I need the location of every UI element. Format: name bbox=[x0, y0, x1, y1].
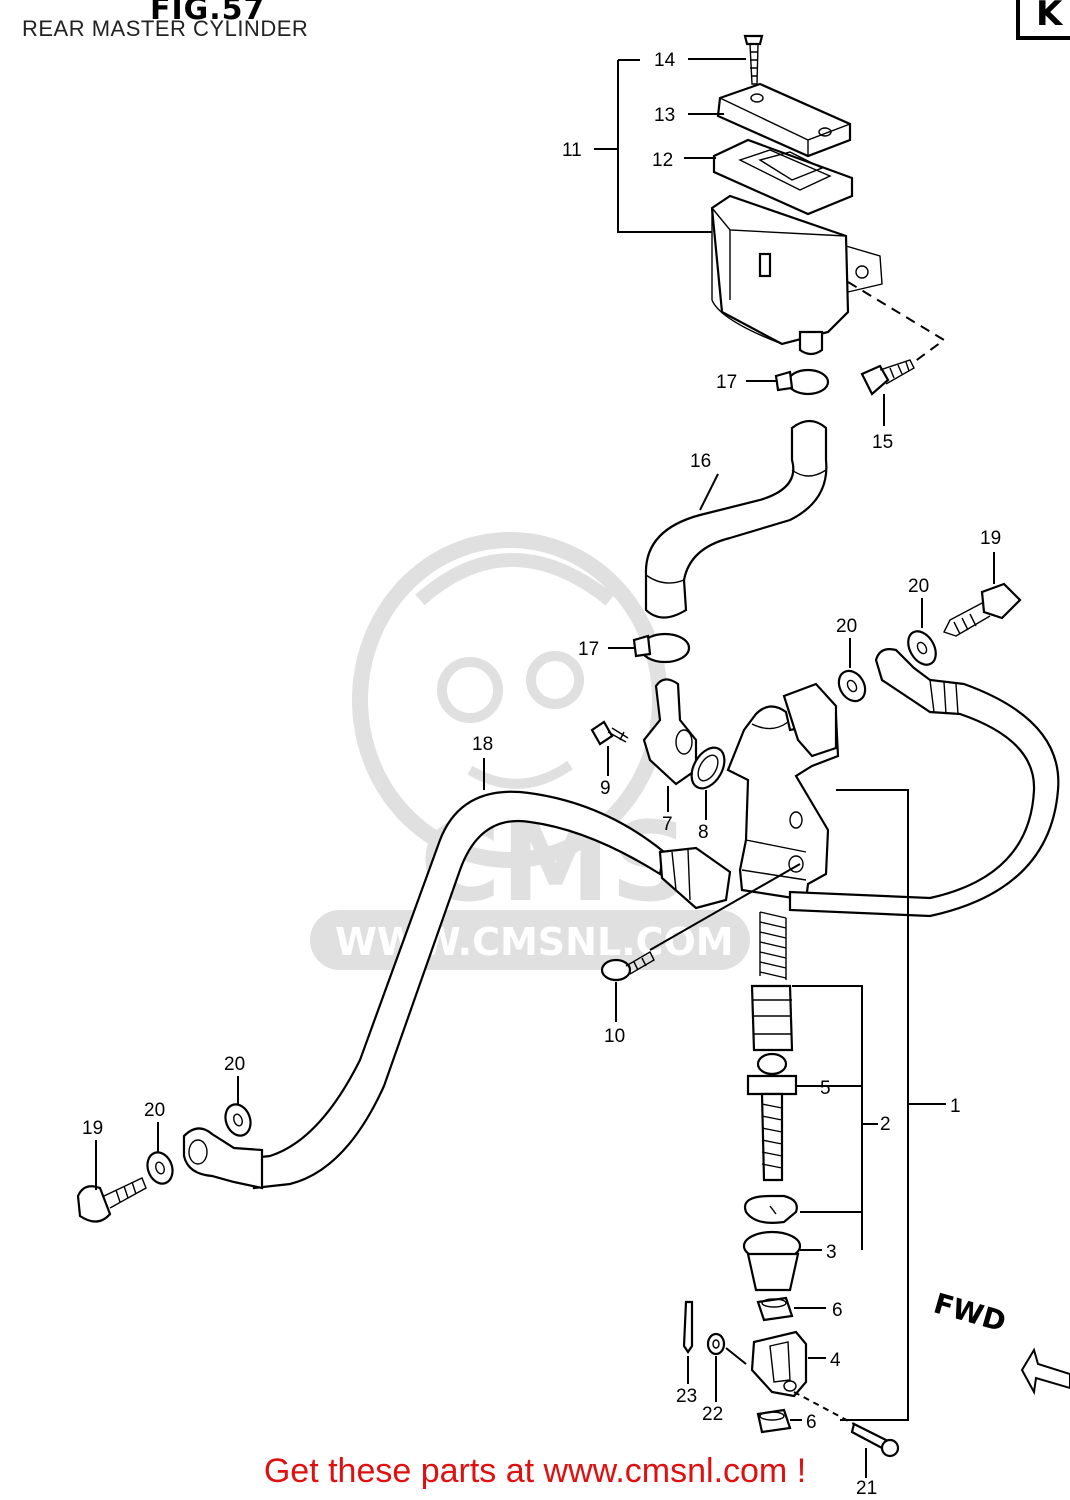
screw-9-icon bbox=[590, 720, 629, 746]
washer-20-lower-a-icon bbox=[224, 1103, 252, 1137]
washer-20-upper-b-icon bbox=[837, 669, 867, 703]
washer-22-icon bbox=[706, 1332, 726, 1356]
master-cylinder-body-1-icon bbox=[726, 682, 840, 902]
callout-12: 12 bbox=[652, 150, 673, 171]
leader-washer-22-to-clevis bbox=[725, 1347, 747, 1365]
callout-6-upper: 6 bbox=[832, 1300, 843, 1321]
corner-mark: K bbox=[1016, 0, 1070, 40]
callout-17-upper: 17 bbox=[716, 372, 737, 393]
callout-14: 14 bbox=[654, 50, 676, 71]
bracket-1 bbox=[836, 789, 946, 1421]
callout-8: 8 bbox=[698, 822, 709, 843]
diaphragm-12-icon bbox=[712, 138, 854, 216]
reservoir-body-11-icon bbox=[710, 194, 883, 356]
callout-7: 7 bbox=[662, 814, 673, 835]
pushrod-5-icon bbox=[746, 1052, 798, 1182]
bolt-15-icon bbox=[860, 359, 915, 396]
washer-20-upper-a-icon bbox=[907, 630, 937, 666]
callout-5: 5 bbox=[820, 1078, 831, 1099]
nut-6-upper-icon bbox=[756, 1296, 794, 1322]
callout-18: 18 bbox=[472, 734, 493, 755]
callout-20-lower-a: 20 bbox=[224, 1054, 245, 1075]
callout-21: 21 bbox=[856, 1478, 877, 1499]
reservoir-hose-16-icon bbox=[644, 419, 828, 619]
callout-20-upper-a: 20 bbox=[908, 576, 929, 597]
figure-title: FIG.57 bbox=[150, 0, 266, 27]
callout-11: 11 bbox=[562, 140, 582, 161]
piston-icon bbox=[750, 984, 794, 1052]
reservoir-cap-13-icon bbox=[716, 82, 852, 158]
clevis-4-icon bbox=[750, 1330, 808, 1398]
callout-17-lower: 17 bbox=[578, 639, 599, 660]
boot-3-icon bbox=[742, 1230, 802, 1292]
callout-1: 1 bbox=[950, 1096, 961, 1117]
callout-13: 13 bbox=[654, 105, 675, 126]
circlip-icon bbox=[743, 1194, 798, 1224]
callout-22: 22 bbox=[702, 1404, 723, 1425]
callout-9: 9 bbox=[600, 778, 611, 799]
banjo-fitting-left-icon bbox=[182, 1127, 264, 1190]
callout-2: 2 bbox=[880, 1114, 891, 1135]
callout-19-lower: 19 bbox=[82, 1118, 103, 1139]
brake-hose-upper-icon bbox=[788, 648, 1060, 918]
footer-link-text[interactable]: Get these parts at www.cmsnl.com ! bbox=[263, 1452, 807, 1490]
forward-arrow-icon bbox=[1020, 1347, 1070, 1396]
mount-dashed-line bbox=[847, 281, 946, 363]
pin-21-icon bbox=[850, 1422, 900, 1458]
figure-subtitle: REAR MASTER CYLINDER bbox=[22, 16, 309, 41]
callout-23: 23 bbox=[676, 1386, 697, 1407]
o-ring-8-icon bbox=[690, 746, 726, 790]
callout-20-lower-b: 20 bbox=[144, 1100, 165, 1121]
forward-direction-indicator: FWD bbox=[930, 1287, 1070, 1396]
callout-3: 3 bbox=[826, 1242, 837, 1263]
callout-19-upper: 19 bbox=[980, 528, 1001, 549]
pin-21-dashed-axis bbox=[793, 1391, 855, 1425]
reservoir-leaders bbox=[594, 58, 746, 233]
hose-connector-7-icon bbox=[642, 678, 698, 786]
callout-20-upper-b: 20 bbox=[836, 616, 857, 637]
bracket-2 bbox=[792, 985, 878, 1250]
fwd-label: FWD bbox=[930, 1287, 1010, 1339]
callout-labels: 1 2 3 4 5 6 6 7 8 9 10 11 12 13 14 15 16… bbox=[82, 50, 1001, 1499]
callout-4: 4 bbox=[830, 1350, 841, 1371]
spring-icon bbox=[759, 911, 787, 980]
screw-10-icon bbox=[600, 951, 655, 982]
callout-15: 15 bbox=[872, 432, 893, 453]
cotter-pin-23-icon bbox=[682, 1300, 694, 1354]
callout-6-lower: 6 bbox=[806, 1412, 817, 1433]
washer-20-lower-b-icon bbox=[146, 1151, 174, 1185]
reservoir-assembly bbox=[710, 34, 883, 356]
screw-14-icon bbox=[743, 34, 764, 85]
banjo-bolt-19-upper-icon bbox=[943, 582, 1022, 637]
brake-hose-18-icon bbox=[250, 790, 732, 1190]
nut-6-lower-icon bbox=[756, 1408, 792, 1434]
watermark-url: WWW.CMSNL.COM bbox=[335, 920, 734, 964]
leader-16 bbox=[699, 473, 719, 511]
screw-10-axis-line bbox=[649, 863, 801, 951]
hose-clamp-17-upper-icon bbox=[774, 368, 830, 396]
callout-16: 16 bbox=[690, 451, 711, 472]
hose-clamp-17-lower-icon bbox=[632, 632, 691, 664]
callout-10: 10 bbox=[604, 1026, 625, 1047]
banjo-bolt-19-lower-icon bbox=[76, 1177, 147, 1223]
